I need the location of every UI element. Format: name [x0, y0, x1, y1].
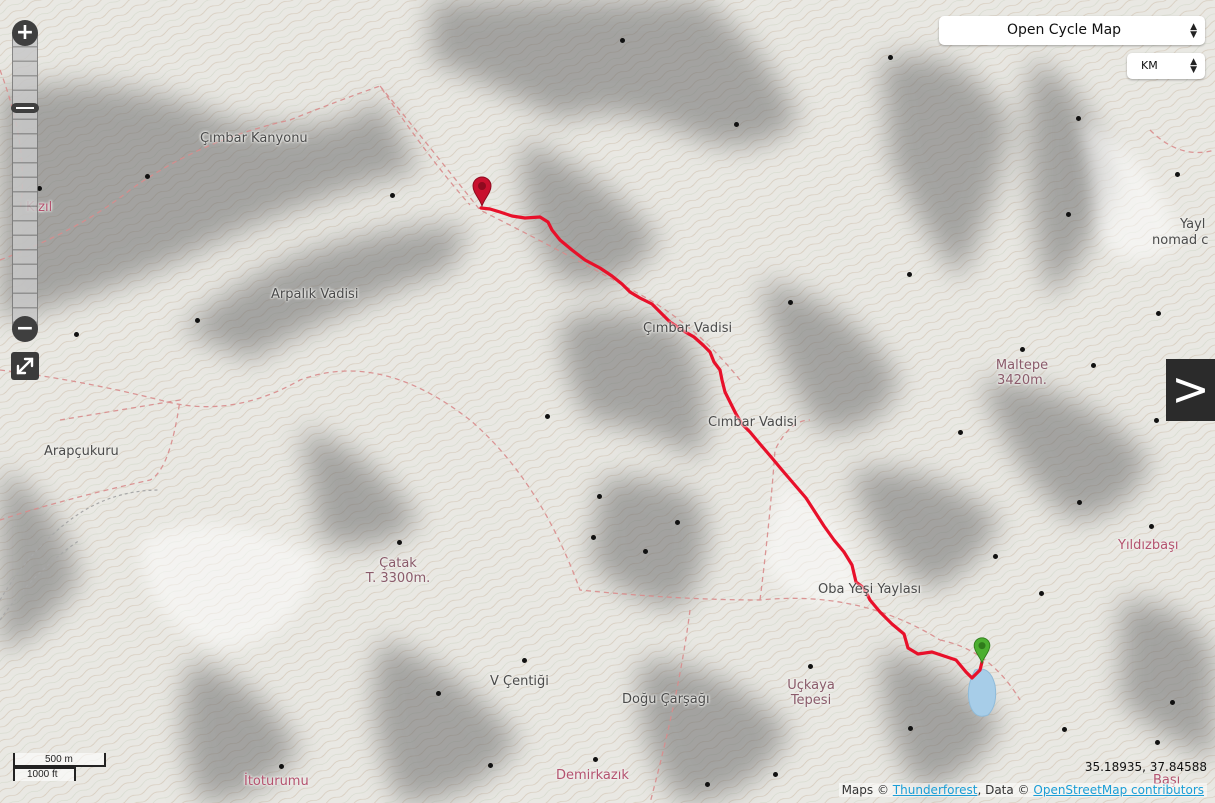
place-label: V Çentiği	[490, 674, 549, 689]
peak-marker	[888, 55, 893, 60]
summit-elevation: T. 3300m.	[365, 571, 431, 586]
panel-toggle-button[interactable]: >	[1166, 359, 1215, 421]
expand-icon	[16, 357, 34, 375]
route-track	[479, 206, 984, 680]
peak-marker	[1149, 524, 1154, 529]
place-label: Demirkazık	[556, 768, 629, 783]
peak-marker	[1154, 418, 1159, 423]
peak-marker	[958, 430, 963, 435]
peak-marker	[1077, 500, 1082, 505]
peak-marker	[675, 520, 680, 525]
start-marker-icon[interactable]	[971, 636, 993, 664]
peak-marker	[1170, 700, 1175, 705]
place-label: Çımbar Kanyonu	[200, 131, 308, 146]
peak-marker	[37, 186, 42, 191]
peak-marker	[1091, 363, 1096, 368]
select-arrows-icon: ▲▼	[1190, 57, 1197, 75]
peak-marker	[788, 300, 793, 305]
unit-value: KM	[1141, 59, 1158, 72]
peak-marker	[1062, 727, 1067, 732]
thunderforest-link[interactable]: Thunderforest	[892, 783, 978, 797]
peak-marker	[705, 782, 710, 787]
place-label: Çımbar Vadisi	[643, 321, 733, 336]
peak-marker	[1020, 347, 1025, 352]
scale-imperial: 1000 ft	[27, 769, 58, 780]
peak-marker	[397, 540, 402, 545]
coordinate-readout: 35.18935, 37.84588	[1084, 760, 1207, 774]
place-label: nomad c	[1152, 233, 1209, 248]
peak-marker	[1175, 172, 1180, 177]
peak-marker	[1076, 116, 1081, 121]
peak-marker	[620, 38, 625, 43]
summit-label: Maltepe	[995, 358, 1049, 373]
peak-marker	[808, 664, 813, 669]
peak-marker	[773, 772, 778, 777]
zoom-out-button[interactable]: −	[12, 316, 38, 342]
attribution-prefix: Maps ©	[841, 783, 893, 797]
peak-marker	[74, 332, 79, 337]
zoom-slider-handle[interactable]	[11, 103, 39, 113]
peak-marker	[734, 122, 739, 127]
peak-marker	[488, 763, 493, 768]
summit-label: Uçkaya	[787, 678, 835, 693]
peak-marker	[436, 691, 441, 696]
peak-marker	[1155, 740, 1160, 745]
scale-metric: 500 m	[45, 754, 73, 765]
peak-marker	[145, 174, 150, 179]
map-attribution: Maps © Thunderforest, Data © OpenStreetM…	[838, 783, 1207, 797]
place-label: Cımbar Vadisi	[708, 415, 798, 430]
summit-label: Tepesi	[790, 693, 832, 708]
attribution-mid: , Data ©	[977, 783, 1034, 797]
place-label: Arpalık Vadisi	[271, 287, 359, 302]
openstreetmap-link[interactable]: OpenStreetMap contributors	[1033, 783, 1204, 797]
place-label: İtoturumu	[244, 774, 309, 789]
peak-marker	[597, 494, 602, 499]
peak-marker	[1039, 591, 1044, 596]
place-label: Yayl	[1180, 217, 1206, 232]
peak-marker	[1156, 311, 1161, 316]
select-arrows-icon: ▲▼	[1190, 21, 1197, 40]
place-label: Oba Yeşi Yaylası	[818, 582, 922, 597]
end-marker-icon[interactable]	[470, 175, 494, 207]
map-layer-select[interactable]: Open Cycle Map ▲▼	[939, 16, 1205, 45]
lake	[967, 668, 997, 717]
peak-marker	[545, 414, 550, 419]
peak-marker	[908, 726, 913, 731]
summit-elevation: 3420m.	[997, 373, 1047, 388]
peak-marker	[643, 549, 648, 554]
zoom-control[interactable]: + −	[11, 20, 39, 342]
place-label: Arapçukuru	[44, 444, 119, 459]
zoom-in-button[interactable]: +	[12, 20, 38, 46]
peak-marker	[993, 554, 998, 559]
place-label: Doğu Çarşağı	[622, 692, 710, 707]
fullscreen-button[interactable]	[11, 352, 39, 380]
unit-select[interactable]: KM ▲▼	[1127, 53, 1205, 79]
place-label: Yıldızbaşı	[1118, 538, 1179, 553]
peak-marker	[279, 764, 284, 769]
peak-marker	[907, 272, 912, 277]
peak-marker	[195, 318, 200, 323]
peak-marker	[593, 757, 598, 762]
peak-marker	[390, 193, 395, 198]
peak-marker	[1066, 212, 1071, 217]
peak-marker	[591, 535, 596, 540]
map-layer-value: Open Cycle Map	[1006, 22, 1122, 38]
peak-marker	[522, 658, 527, 663]
zoom-track[interactable]	[12, 32, 38, 330]
summit-label: Çatak	[379, 556, 417, 571]
